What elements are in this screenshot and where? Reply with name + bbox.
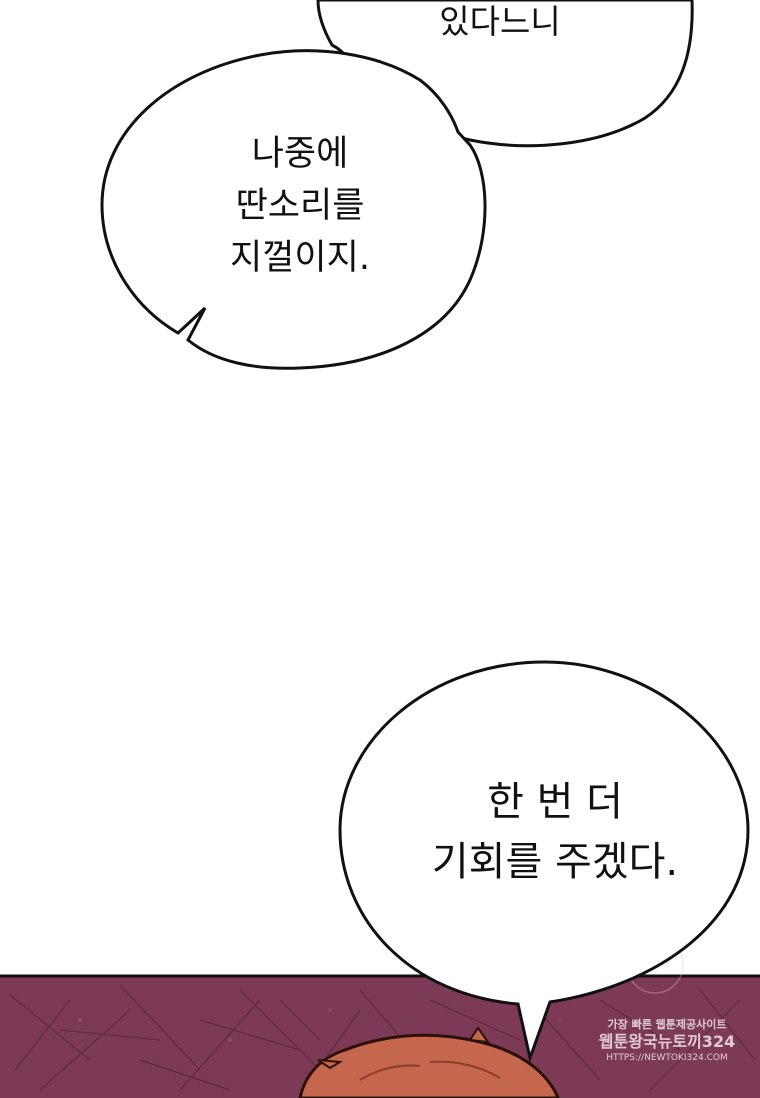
dialogue-line: 있다느니 [439, 2, 561, 41]
dialogue-line: 지껄이지. [230, 238, 370, 278]
watermark-line-3: HTTPS://NEWTOKI324.COM [606, 1053, 728, 1063]
dialogue-line: 기회를 주겠다. [431, 839, 679, 885]
dialogue-line: 나중에 [251, 134, 349, 174]
watermark-line-1: 가장 빠른 웹툰제공사이트 [607, 1018, 727, 1031]
dialogue-line: 한 번 더 [487, 779, 623, 825]
speech-bubble-bottom-right [338, 660, 750, 1064]
bubble-text-left: 나중에 딴소리를 지껄이지. [180, 128, 420, 284]
character-hair [298, 1026, 560, 1098]
bubble-text-top-right: 있다느니 [380, 2, 620, 42]
watermark-line-2: 웹툰왕국뉴토끼324 [598, 1032, 736, 1051]
speech-bubble-left [100, 49, 487, 370]
bubble-text-bottom-right: 한 번 더 기회를 주겠다. [380, 772, 730, 892]
dialogue-line: 딴소리를 [235, 186, 365, 226]
site-watermark: 가장 빠른 웹툰제공사이트 웹툰왕국뉴토끼324 HTTPS://NEWTOKI… [592, 1018, 742, 1064]
